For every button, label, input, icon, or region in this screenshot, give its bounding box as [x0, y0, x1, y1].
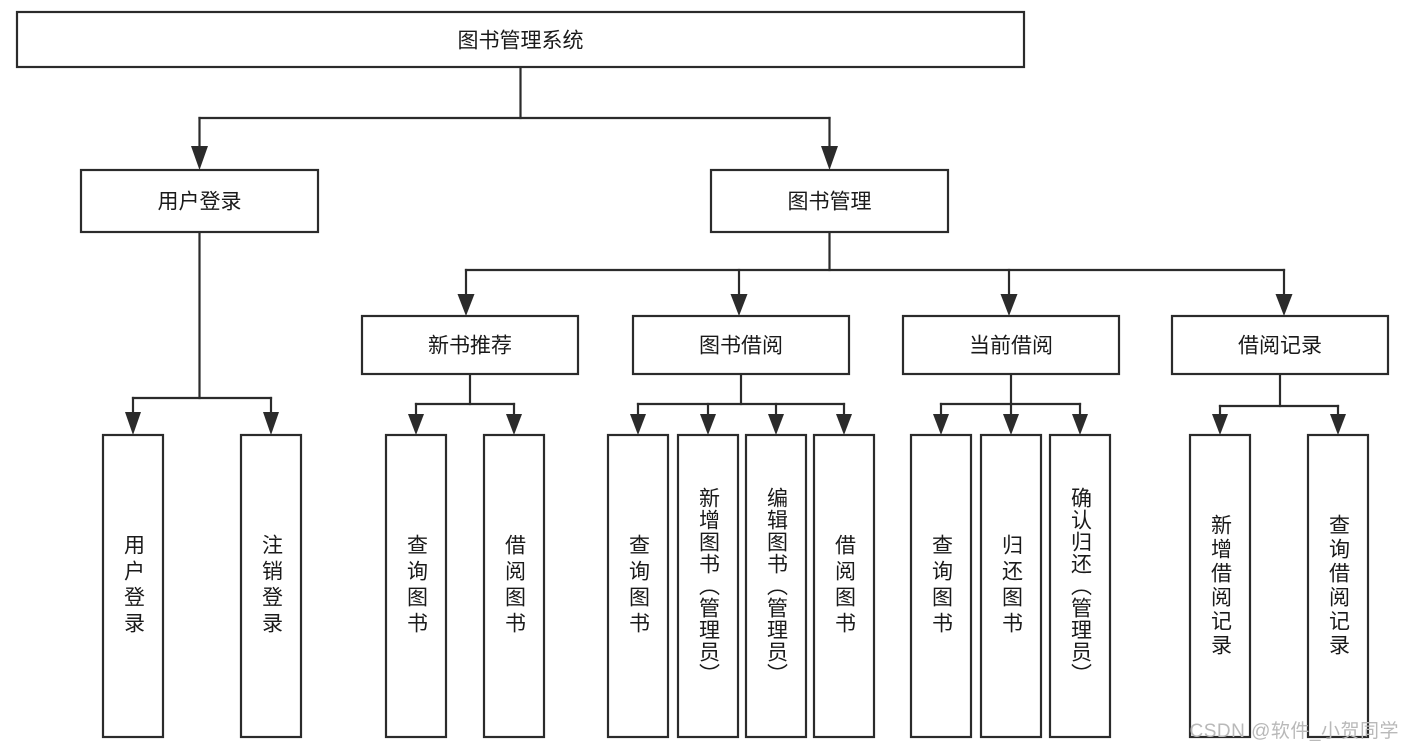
arrow-head-leaf-user-login [125, 412, 141, 435]
leaf-box-borrow-books-2[interactable] [812, 433, 876, 739]
leaf-box-confirm-return[interactable] [1048, 433, 1112, 739]
leaf-box-user-login[interactable] [101, 433, 165, 739]
connector-group-borrow [630, 372, 852, 435]
arrow-head-user-login [191, 146, 208, 170]
arrow-head-leaf-logout [263, 412, 279, 435]
arrow-head-leaf-edit-book [768, 414, 784, 435]
node-new-book-recommend-label: 新书推荐 [428, 335, 512, 358]
node-root-label: 图书管理系统 [458, 30, 584, 53]
leaf-box-query-books-2[interactable] [606, 433, 670, 739]
node-book-borrow[interactable]: 图书借阅 [631, 314, 851, 376]
arrow-head-leaf-query-books-1 [408, 414, 424, 435]
arrow-head-records [1275, 294, 1293, 316]
arrow-head-leaf-add-record [1212, 414, 1228, 435]
arrow-head-new-books [457, 294, 475, 316]
node-root-box[interactable] [15, 10, 1026, 69]
node-new-book-recommend[interactable]: 新书推荐 [360, 314, 580, 376]
arrow-head-leaf-query-record [1330, 414, 1346, 435]
connector-group-root [191, 65, 838, 170]
arrow-head-leaf-borrow-books-2 [836, 414, 852, 435]
node-user-login-box[interactable] [79, 168, 320, 234]
connector-group-book-mgmt [457, 230, 1293, 316]
leaf-boxes [101, 433, 1370, 739]
arrow-head-leaf-borrow-books-1 [506, 414, 522, 435]
arrow-head-book-mgmt [821, 146, 838, 170]
csdn-watermark: CSDN @软件_小贺同学 [1189, 721, 1399, 742]
connector-group-new-books [408, 372, 522, 435]
leaf-box-add-record[interactable] [1188, 433, 1252, 739]
arrow-head-leaf-return-book [1003, 414, 1019, 435]
leaf-box-query-record[interactable] [1306, 433, 1370, 739]
node-book-management[interactable]: 图书管理 [709, 168, 950, 234]
node-current-borrow-box[interactable] [901, 314, 1121, 376]
connector-group-user-login [125, 230, 279, 435]
node-root[interactable]: 图书管理系统 [15, 10, 1026, 69]
leaf-box-return-book[interactable] [979, 433, 1043, 739]
node-book-borrow-box[interactable] [631, 314, 851, 376]
arrow-head-leaf-query-books-3 [933, 414, 949, 435]
connector-group-records [1212, 372, 1346, 435]
leaf-box-borrow-books-1[interactable] [482, 433, 546, 739]
arrow-head-leaf-add-book [700, 414, 716, 435]
arrow-head-leaf-confirm-return [1072, 414, 1088, 435]
connector-group-current [933, 372, 1088, 435]
node-user-login-label: 用户登录 [158, 191, 242, 214]
leaf-box-logout[interactable] [239, 433, 303, 739]
node-borrow-records-box[interactable] [1170, 314, 1390, 376]
node-new-book-recommend-box[interactable] [360, 314, 580, 376]
leaf-box-query-books-3[interactable] [909, 433, 973, 739]
arrow-head-current [1000, 294, 1018, 316]
node-user-login[interactable]: 用户登录 [79, 168, 320, 234]
arrow-head-leaf-query-books-2 [630, 414, 646, 435]
node-borrow-records[interactable]: 借阅记录 [1170, 314, 1390, 376]
node-book-management-label: 图书管理 [788, 191, 872, 214]
node-book-management-box[interactable] [709, 168, 950, 234]
node-current-borrow[interactable]: 当前借阅 [901, 314, 1121, 376]
node-current-borrow-label: 当前借阅 [969, 335, 1053, 358]
arrow-head-borrow [730, 294, 748, 316]
leaf-box-edit-book-admin[interactable] [744, 433, 808, 739]
node-borrow-records-label: 借阅记录 [1238, 335, 1322, 358]
leaf-box-query-books-1[interactable] [384, 433, 448, 739]
leaf-box-add-book-admin[interactable] [676, 433, 740, 739]
node-book-borrow-label: 图书借阅 [699, 335, 783, 358]
